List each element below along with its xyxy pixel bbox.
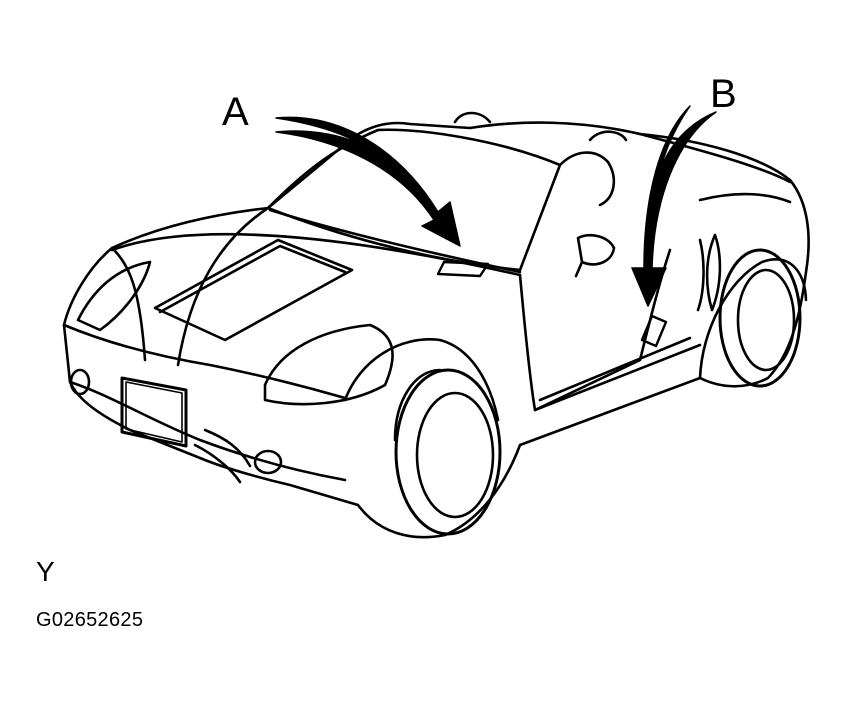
front-wheel-tire	[394, 368, 502, 536]
fog-light-right	[253, 449, 283, 475]
footer-symbol: Y	[36, 556, 55, 587]
rear-fender	[698, 258, 808, 380]
location-marker-b	[640, 314, 668, 348]
windshield	[266, 128, 562, 272]
front-fender	[343, 338, 500, 422]
license-plate	[120, 376, 188, 448]
headlight-right	[263, 323, 394, 406]
hood-line-left	[110, 246, 147, 362]
side-intake	[705, 233, 722, 312]
hood-crease	[110, 232, 522, 277]
car-body-outline	[62, 121, 810, 539]
rear-wheel-tire	[718, 248, 802, 388]
headlight-left	[76, 260, 152, 332]
fog-light-left	[69, 368, 91, 396]
hood-line-center	[176, 206, 270, 367]
arrow-a	[275, 116, 461, 247]
callout-label-b: B	[710, 72, 737, 116]
side-sill	[533, 343, 702, 412]
callout-label-a: A	[222, 90, 249, 134]
front-wheel-rim	[415, 391, 495, 519]
hood-scoop	[153, 238, 354, 342]
arrow-b	[631, 105, 717, 307]
location-marker-a	[436, 260, 490, 278]
rear-wheel-rim	[736, 268, 796, 372]
side-mirror	[576, 234, 616, 266]
figure-code: G02652625	[36, 609, 144, 631]
